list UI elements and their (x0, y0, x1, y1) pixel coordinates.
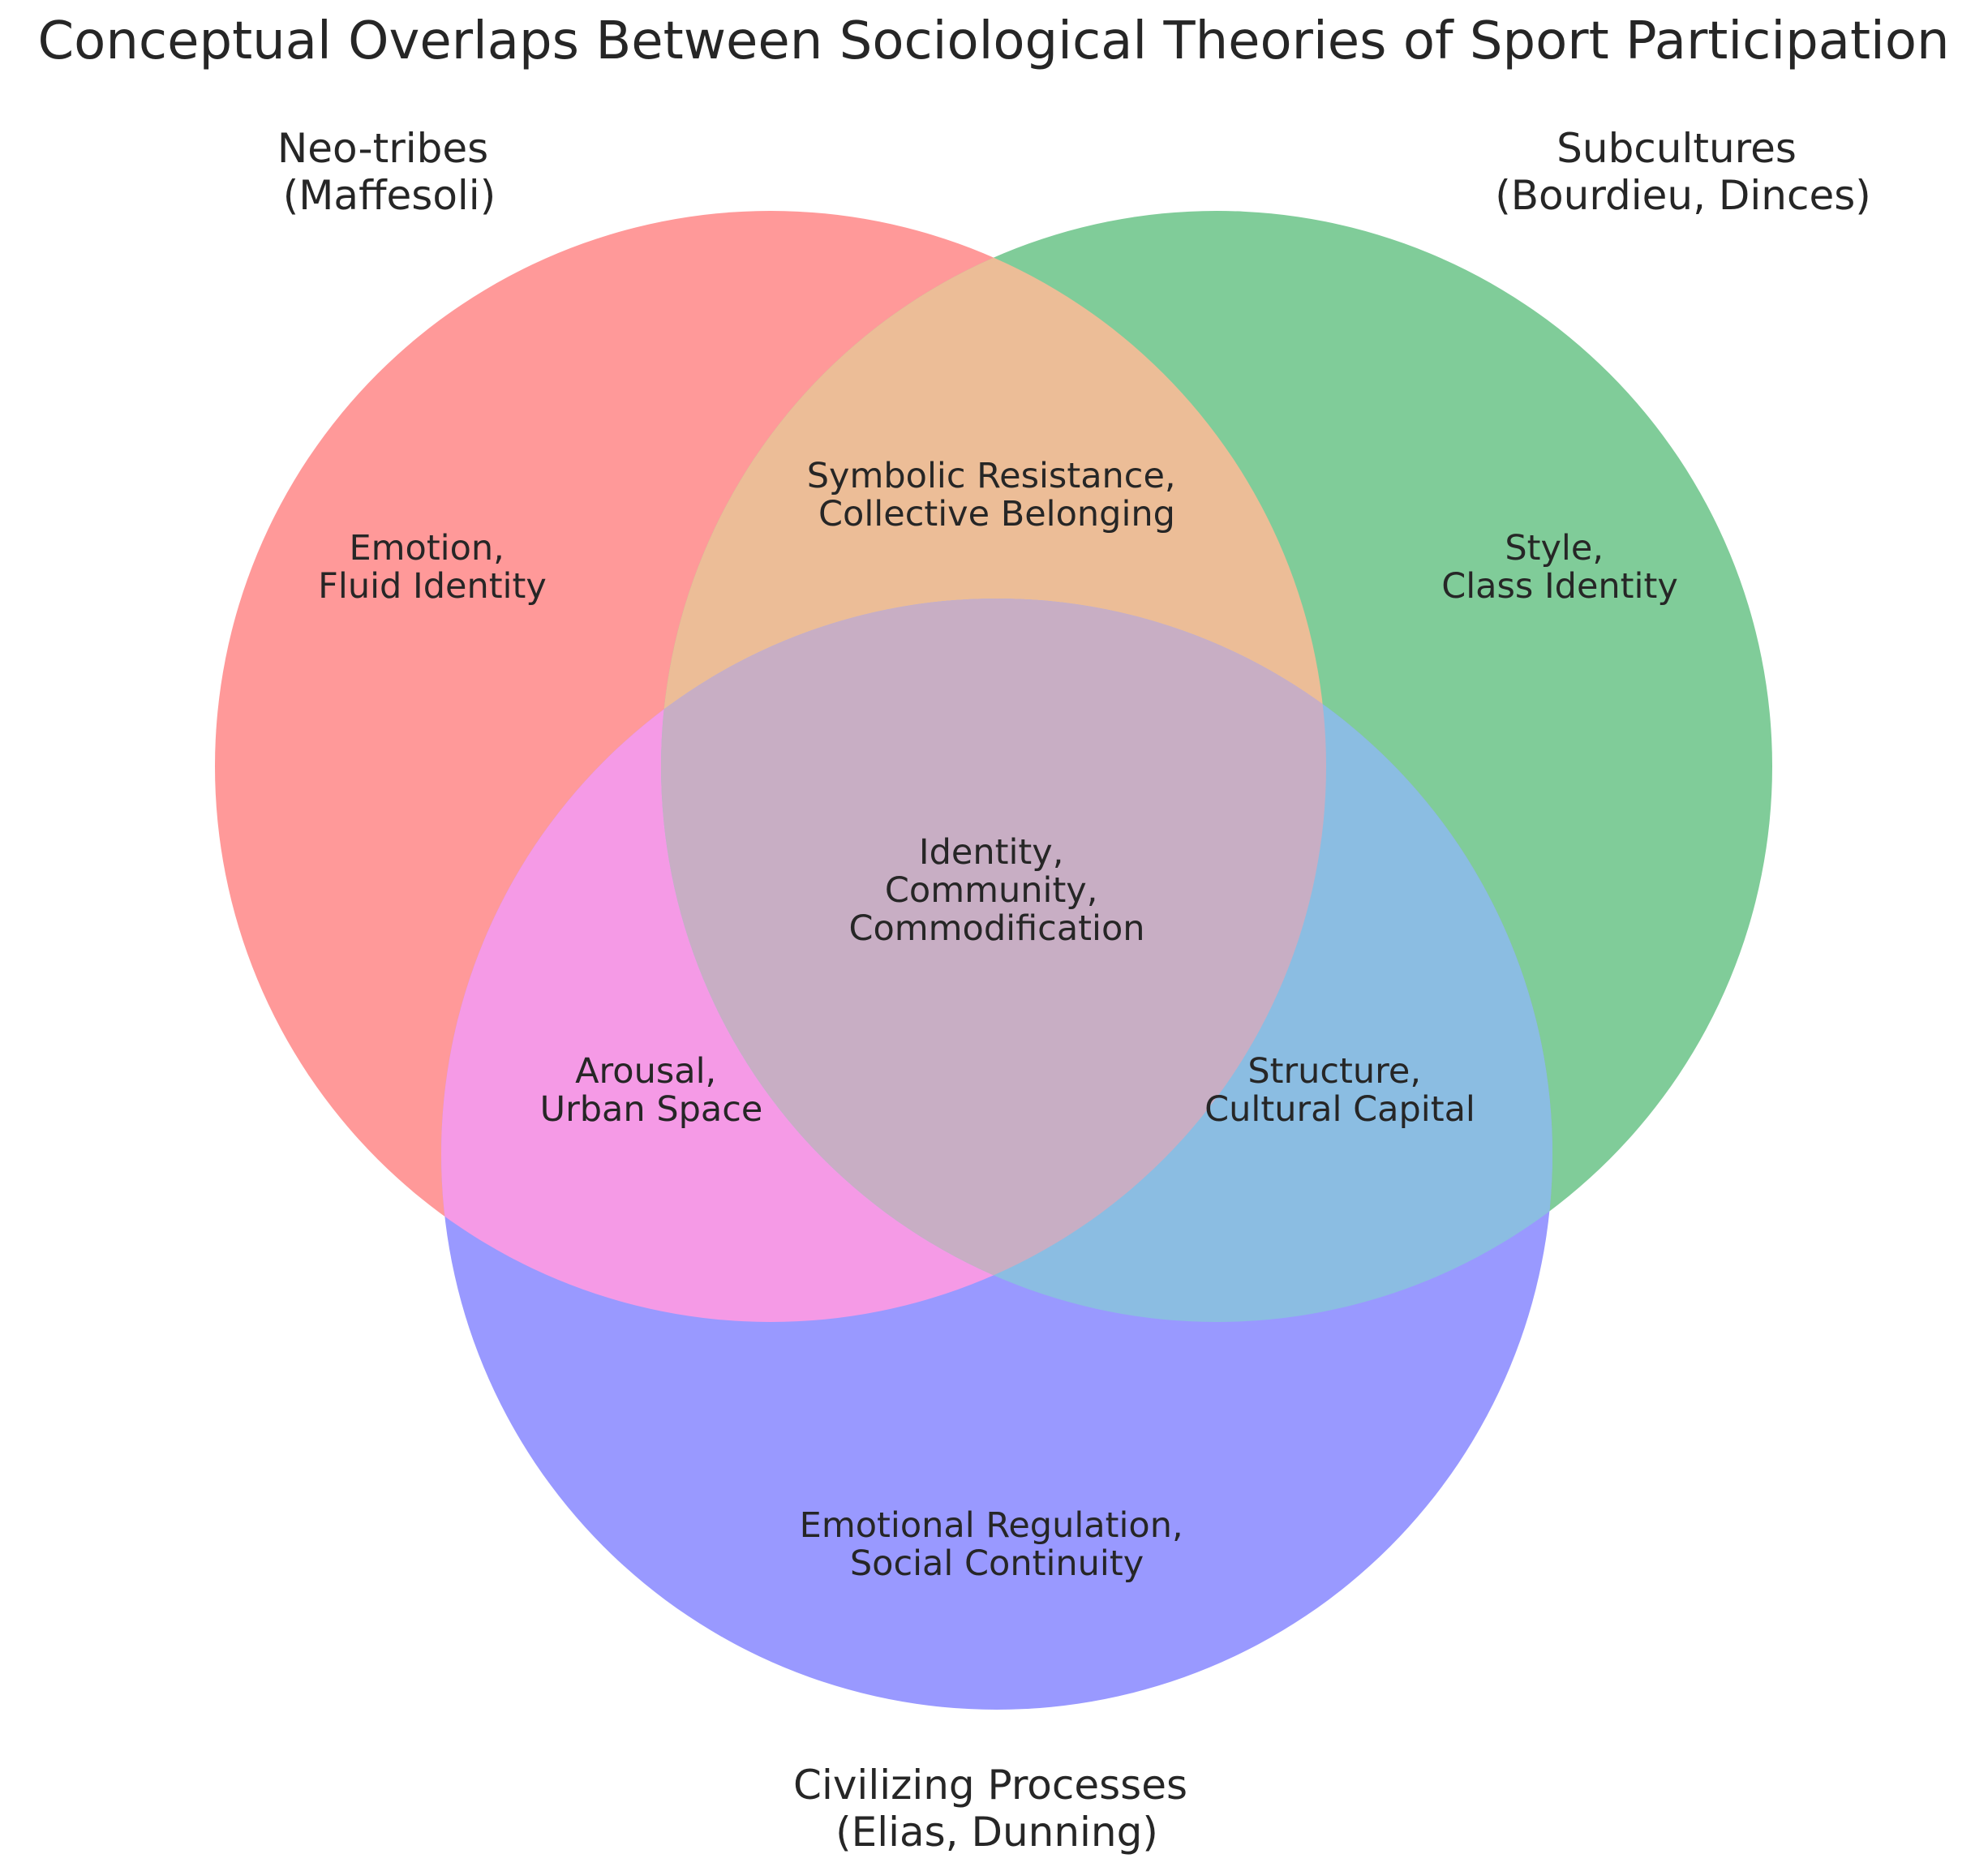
set-label-neo-tribes: Neo-tribes (Maffesoli) (277, 125, 501, 219)
diagram-title: Conceptual Overlaps Between Sociological… (37, 11, 1949, 71)
region-label-sub-only: Style, Class Identity (1441, 528, 1678, 607)
set-label-civilizing-processes: Civilizing Processes (Elias, Dunning) (793, 1762, 1200, 1856)
region-label-neo-sub: Symbolic Resistance, Collective Belongin… (807, 456, 1187, 534)
region-label-all: Identity, Community, Commodification (848, 832, 1144, 949)
region-label-sub-civ: Structure, Cultural Capital (1204, 1051, 1475, 1130)
region-label-civ-only: Emotional Regulation, Social Continuity (800, 1505, 1195, 1584)
region-label-neo-civ: Arousal, Urban Space (540, 1051, 763, 1130)
triple-overlap (661, 599, 1326, 1322)
set-label-subcultures: Subcultures (Bourdieu, Dinces) (1495, 125, 1871, 219)
region-label-neo-only: Emotion, Fluid Identity (318, 528, 547, 607)
